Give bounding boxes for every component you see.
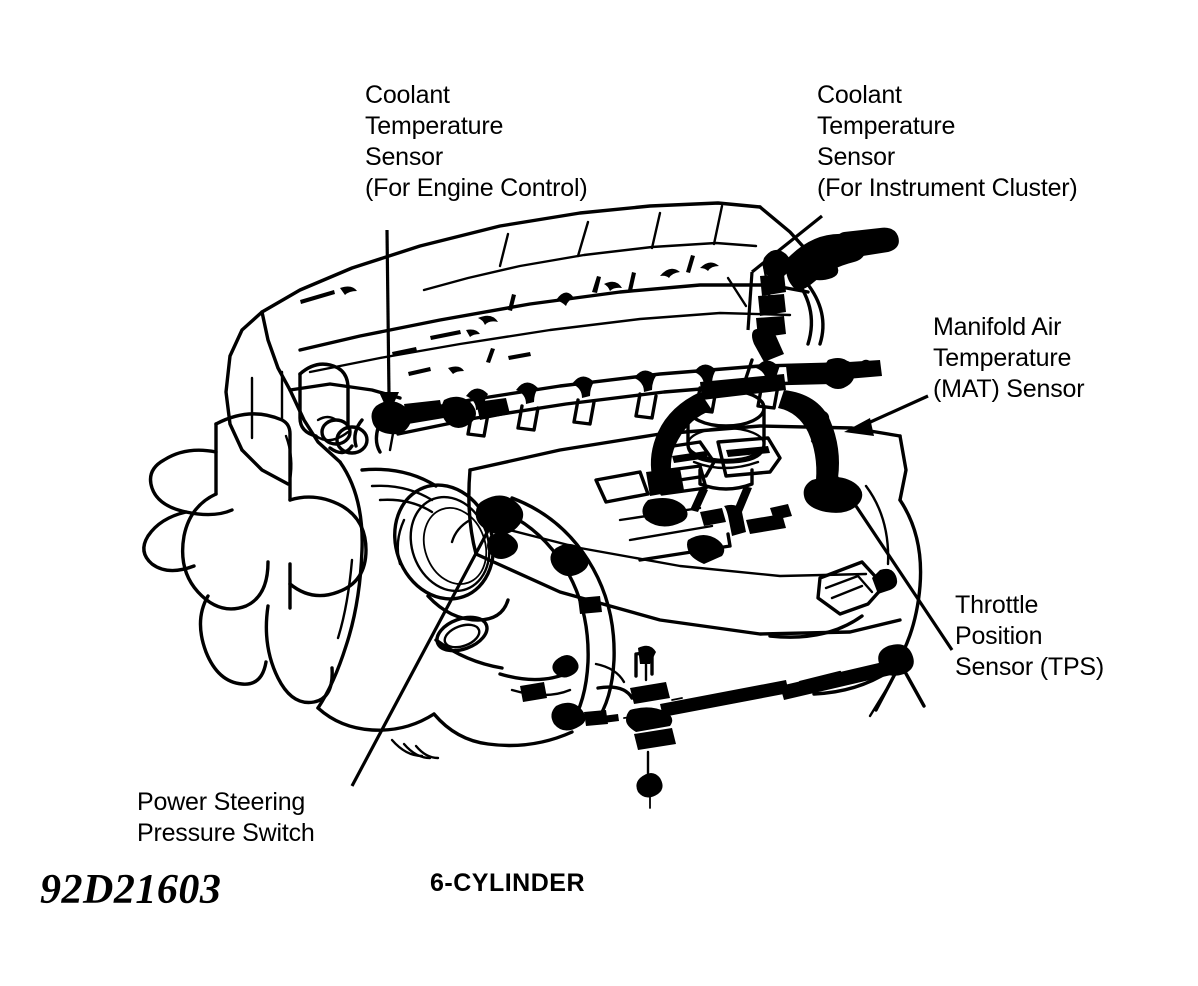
casting-marks <box>300 255 719 376</box>
figure-caption: 6-CYLINDER <box>430 869 586 897</box>
wiring-harness <box>642 227 899 527</box>
label-throttle-position-sensor: Throttle Position Sensor (TPS) <box>955 591 1105 681</box>
arrowhead-mat <box>844 418 874 436</box>
lower-brackets <box>638 504 898 616</box>
coolant-temp-sensor-cluster <box>726 264 784 392</box>
label-manifold-air-temperature-sensor: Manifold Air Temperature (MAT) Sensor <box>933 313 1085 403</box>
label-power-steering-pressure-switch: Power Steering Pressure Switch <box>137 788 315 847</box>
valve-cover <box>260 201 810 400</box>
throttle-linkage <box>602 644 926 809</box>
label-coolant-temp-engine-control: Coolant Temperature Sensor (For Engine C… <box>365 81 588 202</box>
intake-canister <box>686 388 766 491</box>
front-cover <box>224 310 369 486</box>
figure-id-code: 92D21603 <box>40 867 222 913</box>
callout-leaders <box>350 214 954 787</box>
lower-hose-details <box>434 638 634 700</box>
power-steering-hose <box>450 495 616 731</box>
coolant-temp-sensor-engine-control <box>353 396 510 454</box>
arrowhead-cts-engine <box>379 392 399 414</box>
engine-block <box>316 460 574 760</box>
label-coolant-temp-instrument-cluster: Coolant Temperature Sensor (For Instrume… <box>817 81 1078 202</box>
